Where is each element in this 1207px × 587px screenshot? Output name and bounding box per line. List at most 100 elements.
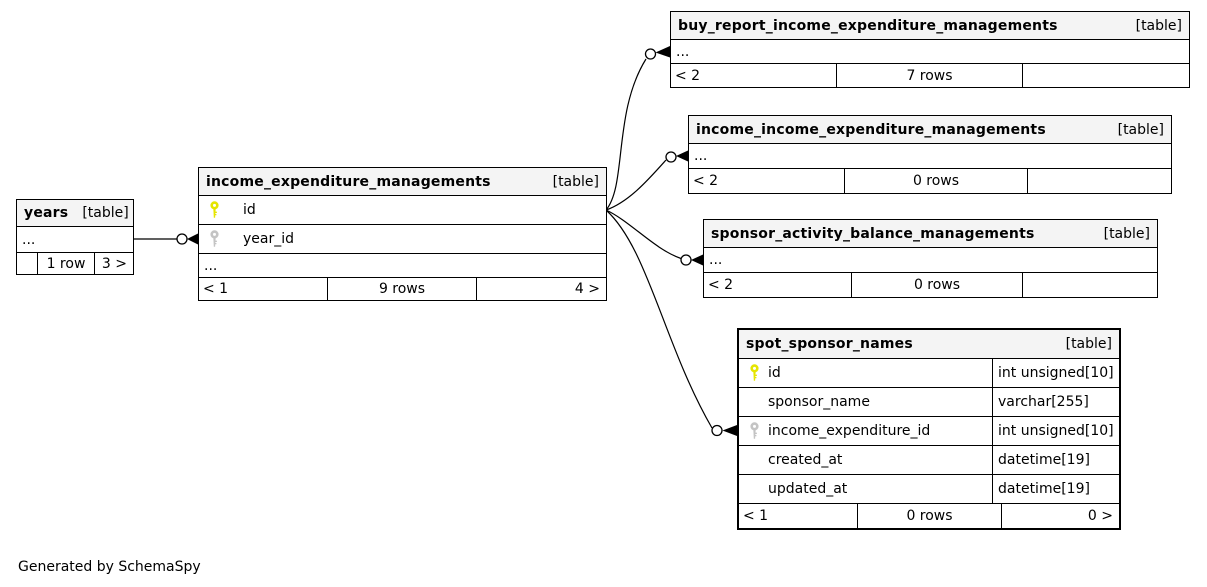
table-header[interactable]: sponsor_activity_balance_managements [ta…: [704, 220, 1157, 248]
table-name: income_expenditure_managements: [206, 173, 491, 190]
key-holder: [209, 230, 220, 248]
table-header[interactable]: income_income_expenditure_managements [t…: [689, 116, 1171, 144]
table-header[interactable]: income_expenditure_managements [table]: [199, 168, 606, 196]
table-footer: < 1 0 rows 0 >: [739, 504, 1119, 528]
collapsed-columns-row: ...: [704, 248, 1157, 273]
ellipsis-label: ...: [22, 231, 36, 248]
footer-left-cell: < 1: [739, 504, 858, 528]
table-tag: [table]: [552, 173, 599, 190]
ellipsis-label: ...: [676, 43, 690, 60]
footer-right-cell: [1028, 169, 1171, 193]
table-header[interactable]: years [table]: [17, 200, 133, 227]
footer-left-cell: < 2: [704, 273, 852, 297]
footer-rowcount-cell: 7 rows: [837, 64, 1023, 87]
footer-right-cell: [1023, 273, 1157, 297]
table-buy_report_income_expenditure_managements[interactable]: buy_report_income_expenditure_management…: [670, 11, 1190, 88]
ellipsis-label: ...: [709, 252, 723, 268]
collapsed-columns-row: ...: [199, 254, 606, 278]
collapsed-columns-row: ...: [671, 40, 1189, 64]
relationship-line: [605, 209, 682, 260]
table-name: income_income_expenditure_managements: [696, 121, 1046, 138]
table-footer: 1 row 3 >: [17, 253, 133, 274]
footer-right-cell: 3 >: [101, 255, 127, 272]
relationship-line: [605, 209, 713, 429]
footer-rowcount-cell: 9 rows: [328, 278, 477, 300]
column-row-id: id: [199, 196, 606, 225]
key-holder: [749, 422, 760, 440]
foreign-key-icon: [210, 230, 219, 247]
ellipsis-label: ...: [204, 257, 218, 274]
circle-connector-icon: [711, 424, 723, 437]
table-income_expenditure_managements[interactable]: income_expenditure_managements [table] i…: [198, 167, 607, 301]
crow-foot-icon: [655, 46, 670, 58]
connector-circles: [176, 48, 723, 437]
column-row-updated_at: updated_at datetime[19]: [739, 475, 1119, 504]
key-holder: [209, 201, 220, 219]
footer-left-cell: [17, 253, 38, 274]
column-row-id: id int unsigned[10]: [739, 359, 1119, 388]
table-name: years: [24, 205, 69, 221]
column-row-income_expenditure_id: income_expenditure_id int unsigned[10]: [739, 417, 1119, 446]
column-name: updated_at: [768, 481, 848, 497]
table-years[interactable]: years [table] ... 1 row 3 >: [16, 199, 134, 275]
table-tag: [table]: [82, 205, 129, 221]
footer-rowcount-cell: 0 rows: [858, 504, 1002, 528]
ellipsis-label: ...: [694, 148, 708, 164]
circle-connector-icon: [644, 48, 657, 60]
circle-connector-icon: [680, 254, 692, 266]
footer-left-cell: < 2: [689, 169, 845, 193]
column-name: year_id: [243, 231, 295, 247]
table-footer: < 2 7 rows: [671, 64, 1189, 87]
footer-left-cell: < 1: [199, 278, 328, 300]
table-spot_sponsor_names[interactable]: spot_sponsor_names [table] id int unsign…: [737, 328, 1121, 530]
footer-right-cell: [1023, 64, 1189, 87]
generated-by-note: Generated by SchemaSpy: [18, 559, 201, 575]
column-name: id: [243, 202, 256, 218]
table-tag: [table]: [1065, 336, 1112, 352]
table-name: spot_sponsor_names: [746, 336, 913, 352]
circle-connector-icon: [665, 151, 677, 163]
relationship-line: [605, 58, 647, 211]
primary-key-icon: [750, 364, 759, 381]
collapsed-columns-row: ...: [689, 144, 1171, 169]
primary-key-icon: [210, 201, 219, 218]
column-row-created_at: created_at datetime[19]: [739, 446, 1119, 475]
column-type: datetime[19]: [992, 446, 1119, 474]
column-type: datetime[19]: [992, 475, 1119, 503]
table-footer: < 1 9 rows 4 >: [199, 278, 606, 300]
table-tag: [table]: [1135, 17, 1182, 34]
crow-foot-icon: [691, 254, 703, 266]
foreign-key-icon: [750, 422, 759, 439]
column-row-sponsor_name: sponsor_name varchar[255]: [739, 388, 1119, 417]
table-sponsor_activity_balance_managements[interactable]: sponsor_activity_balance_managements [ta…: [703, 219, 1158, 298]
column-name: sponsor_name: [768, 394, 870, 410]
crow-foot-icon: [676, 150, 688, 162]
footer-rowcount-cell: 0 rows: [845, 169, 1028, 193]
footer-right-cell: 4 >: [574, 281, 600, 297]
footer-rowcount-cell: 0 rows: [852, 273, 1023, 297]
footer-right-cell: 0 >: [1087, 508, 1113, 524]
crow-foot-icon: [722, 425, 737, 436]
column-name: income_expenditure_id: [768, 423, 931, 439]
crow-foot-icon: [187, 233, 198, 245]
table-name: sponsor_activity_balance_managements: [711, 225, 1035, 242]
table-income_income_expenditure_managements[interactable]: income_income_expenditure_managements [t…: [688, 115, 1172, 194]
table-footer: < 2 0 rows: [689, 169, 1171, 193]
table-header[interactable]: spot_sponsor_names [table]: [739, 330, 1119, 359]
circle-connector-icon: [176, 233, 188, 245]
table-tag: [table]: [1103, 225, 1150, 242]
table-footer: < 2 0 rows: [704, 273, 1157, 297]
table-header[interactable]: buy_report_income_expenditure_management…: [671, 12, 1189, 40]
table-tag: [table]: [1117, 121, 1164, 138]
footer-rowcount-cell: 1 row: [38, 253, 95, 274]
footer-left-cell: < 2: [671, 64, 837, 87]
column-name: created_at: [768, 452, 843, 468]
crow-foot-arrowheads: [187, 46, 737, 436]
table-name: buy_report_income_expenditure_management…: [678, 17, 1058, 34]
column-type: int unsigned[10]: [992, 359, 1119, 387]
column-row-year_id: year_id: [199, 225, 606, 254]
column-name: id: [768, 365, 781, 381]
relationship-line: [605, 159, 667, 211]
